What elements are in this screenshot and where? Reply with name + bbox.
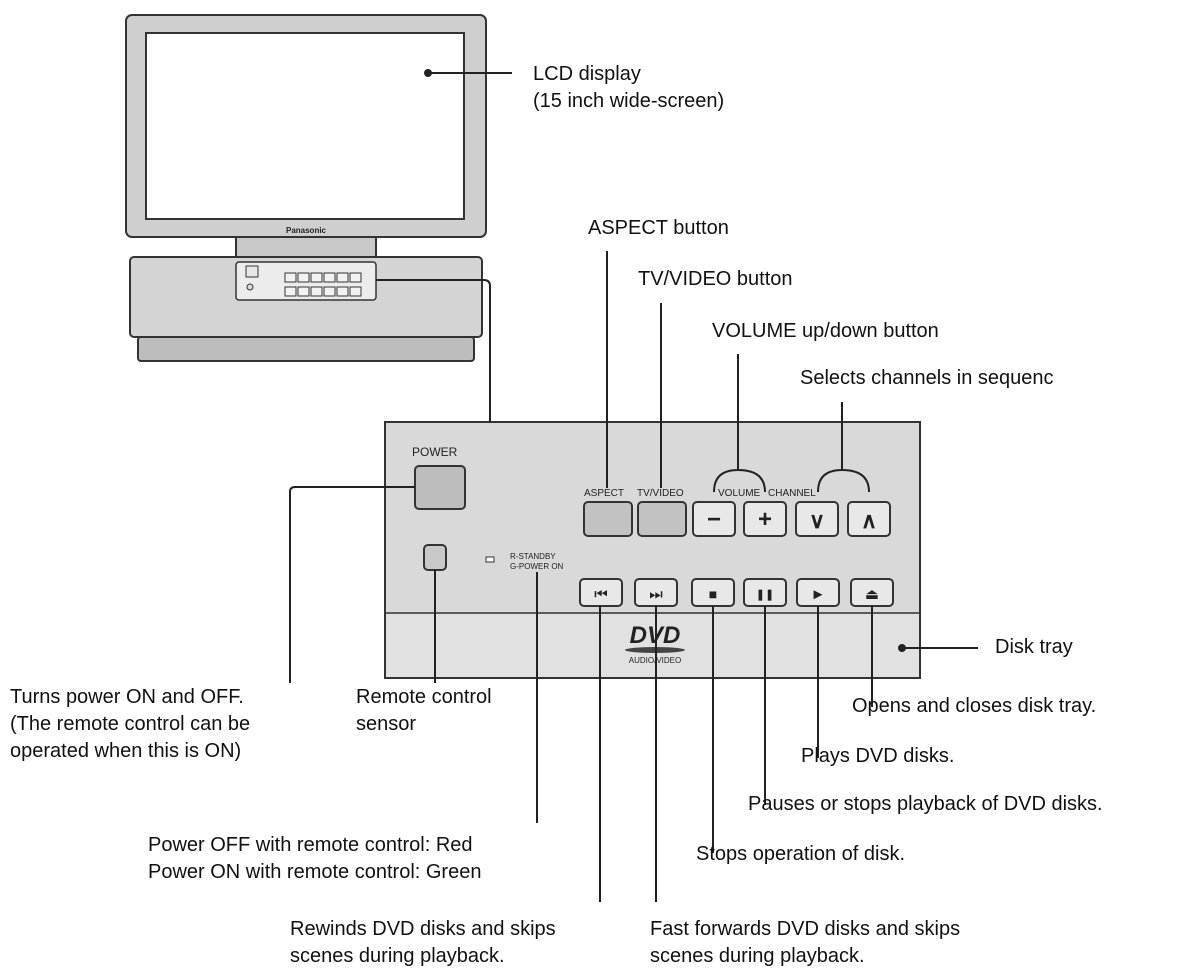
mini-button-2 (297, 272, 310, 283)
volume-text: VOLUME (718, 488, 761, 499)
leader-lcd-dot (424, 69, 432, 77)
channel-text: CHANNEL (768, 488, 816, 499)
mini-button-5 (336, 272, 349, 283)
mini-power-button (245, 265, 259, 278)
channel-down-button[interactable] (795, 501, 839, 537)
volume-down-icon: − (707, 506, 721, 533)
volume-up-button[interactable] (743, 501, 787, 537)
mini-button-12 (349, 286, 362, 297)
monitor-stand (235, 236, 377, 258)
chevron-down-icon: ∨ (809, 508, 825, 533)
mini-sensor (246, 283, 254, 291)
callout-power: Turns power ON and OFF. (The remote cont… (10, 686, 251, 762)
callout-play: Plays DVD disks. (801, 745, 955, 767)
skip-forward-icon: ⏭ (649, 586, 663, 603)
power-button[interactable] (414, 465, 466, 510)
callout-lcd-display: LCD display (15 inch wide-screen) (533, 63, 725, 112)
mini-button-10 (323, 286, 336, 297)
aspect-button[interactable] (583, 501, 633, 537)
callout-remote-sensor: Remote control sensor (356, 686, 492, 735)
leader-base-connector (376, 279, 491, 422)
callout-channel-select: Selects channels in sequenc (800, 367, 1054, 389)
leader-lines (289, 69, 978, 902)
mini-button-8 (297, 286, 310, 297)
mini-button-1 (284, 272, 297, 283)
leader-disk-tray-dot (898, 644, 906, 652)
volume-down-button[interactable] (692, 501, 736, 537)
callout-disk-tray: Disk tray (995, 636, 1073, 658)
volume-up-icon: + (758, 506, 772, 533)
control-panel (384, 421, 921, 679)
base-foot (137, 336, 475, 362)
eject-icon: ⏏ (865, 586, 879, 603)
skip-back-icon: ⏮ (594, 586, 608, 603)
power-led (485, 556, 495, 563)
callout-open-close: Opens and closes disk tray. (852, 695, 1097, 717)
callout-volume-button: VOLUME up/down button (712, 320, 939, 342)
callout-rewind: Rewinds DVD disks and skips scenes durin… (290, 918, 556, 967)
mini-button-7 (284, 286, 297, 297)
callout-pause: Pauses or stops playback of DVD disks. (748, 793, 1103, 815)
mini-button-4 (323, 272, 336, 283)
tvvideo-text: TV/VIDEO (637, 488, 684, 499)
leader-power (289, 486, 415, 683)
monitor-brand: Panasonic (286, 226, 327, 235)
aspect-text: ASPECT (584, 488, 624, 499)
play-icon: ► (811, 586, 826, 603)
power-text: POWER (412, 445, 458, 459)
mini-button-6 (349, 272, 362, 283)
callout-stop: Stops operation of disk. (696, 843, 906, 865)
lcd-screen (145, 32, 465, 220)
remote-sensor (423, 544, 447, 571)
power-on-text: G-POWER ON (510, 562, 564, 571)
leader-volume (713, 354, 766, 493)
chevron-up-icon: ∧ (861, 508, 877, 533)
tvvideo-button[interactable] (637, 501, 687, 537)
callout-power-led: Power OFF with remote control: Red Power… (148, 834, 482, 883)
mini-button-3 (310, 272, 323, 283)
disk-tray-area (386, 614, 919, 677)
stop-icon: ■ (709, 586, 717, 602)
mini-button-11 (336, 286, 349, 297)
leader-channel (817, 402, 870, 493)
channel-up-button[interactable] (847, 501, 891, 537)
standby-text: R-STANDBY (510, 552, 556, 561)
callout-aspect-button: ASPECT button (588, 217, 729, 239)
callout-tvvideo-button: TV/VIDEO button (638, 268, 793, 290)
callout-fast-forward: Fast forwards DVD disks and skips scenes… (650, 918, 961, 967)
mini-button-9 (310, 286, 323, 297)
tv-unit (125, 14, 487, 362)
pause-icon: ❚❚ (756, 589, 774, 601)
